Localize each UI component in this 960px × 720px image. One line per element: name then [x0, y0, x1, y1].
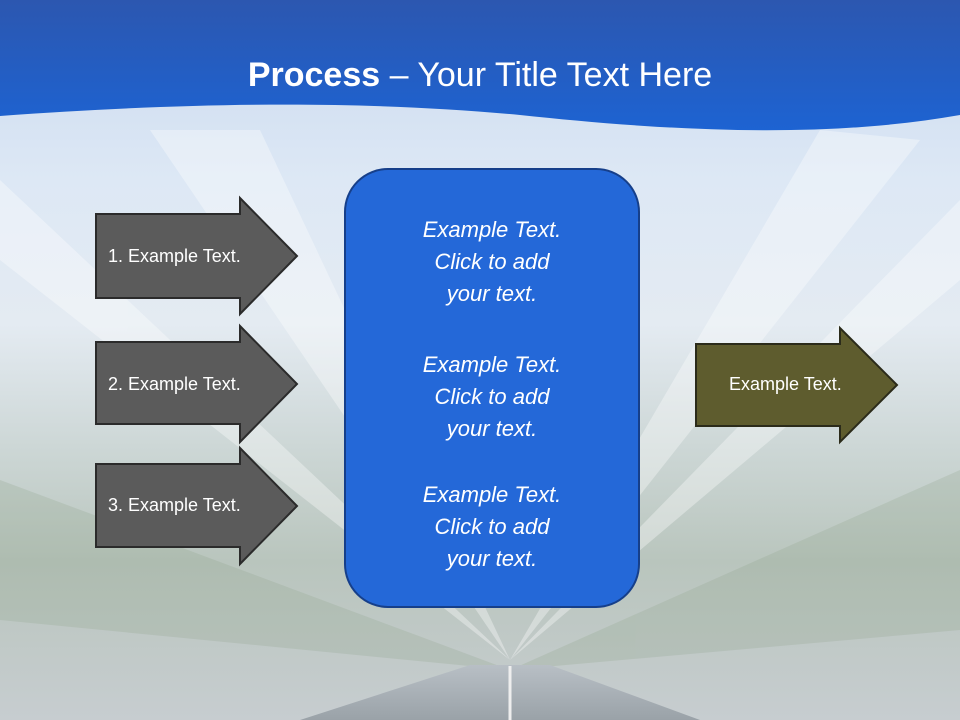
left-arrow-1-label[interactable]: 1. Example Text. [108, 246, 241, 266]
center-text-line: Example Text. [422, 352, 562, 377]
right-arrow-label[interactable]: Example Text. [729, 374, 842, 394]
left-arrow-2-shape[interactable] [95, 323, 299, 445]
right-arrow-shape[interactable] [695, 325, 899, 445]
center-text-line: Example Text. [422, 217, 562, 242]
title-rest: – Your Title Text Here [380, 56, 713, 94]
center-text-line: Click to add [434, 384, 550, 409]
center-text-line: your text. [446, 281, 538, 306]
center-text-line: Click to add [434, 514, 550, 539]
left-arrow-1-shape[interactable] [95, 195, 299, 317]
center-text-line: your text. [446, 416, 538, 441]
center-text-block-3[interactable]: Example Text. Click to add your text. [346, 479, 638, 575]
left-arrow-3-label[interactable]: 3. Example Text. [108, 495, 241, 515]
left-arrow-3-shape[interactable] [95, 445, 299, 567]
center-text-line: Click to add [434, 249, 550, 274]
center-text-line: your text. [446, 546, 538, 571]
left-arrow-2-label[interactable]: 2. Example Text. [108, 374, 241, 394]
slide-title[interactable]: Process – Your Title Text Here [0, 52, 960, 98]
center-text-line: Example Text. [422, 482, 562, 507]
center-text-box[interactable]: Example Text. Click to add your text. Ex… [344, 168, 640, 608]
center-text-block-1[interactable]: Example Text. Click to add your text. [346, 214, 638, 310]
title-bold: Process [247, 56, 381, 94]
center-text-block-2[interactable]: Example Text. Click to add your text. [346, 349, 638, 445]
